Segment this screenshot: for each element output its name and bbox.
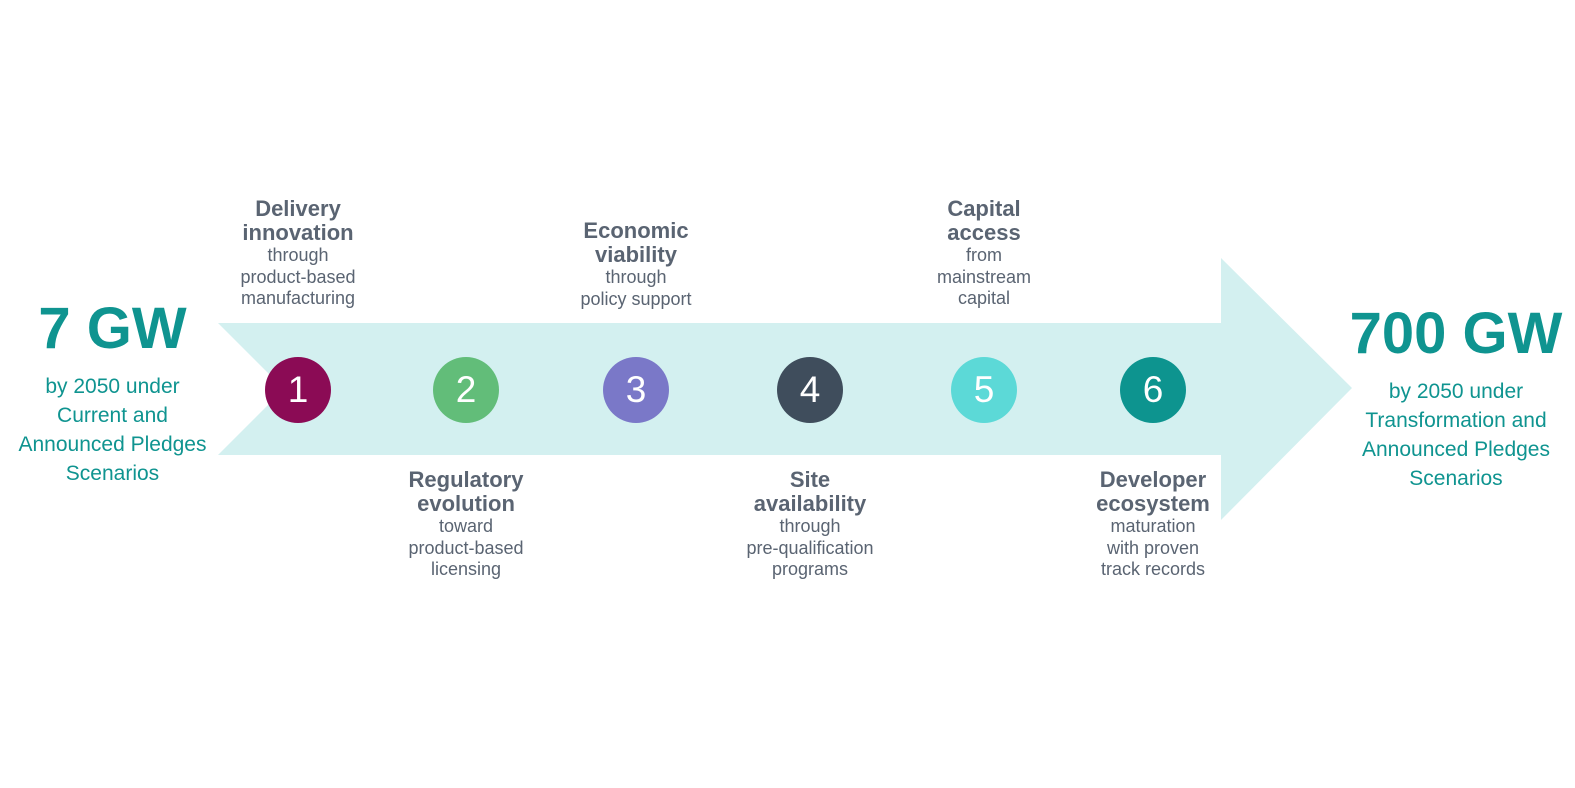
- step-desc: through: [779, 516, 841, 536]
- step-desc: with proven: [1106, 537, 1200, 558]
- end-desc-line: Transformation and: [1365, 409, 1547, 432]
- step-3-label: Economic viability through policy suppor…: [536, 219, 736, 310]
- step-5-circle: 5: [951, 357, 1017, 423]
- end-desc-line: Announced Pledges: [1362, 438, 1550, 461]
- step-desc: through: [267, 245, 329, 265]
- step-desc: maturation: [1110, 516, 1196, 536]
- step-desc: capital: [957, 288, 1011, 308]
- step-desc: pre-qualification: [746, 537, 874, 558]
- step-6-circle: 6: [1120, 357, 1186, 423]
- step-desc: product-based: [240, 266, 356, 287]
- step-desc: product-based: [408, 537, 524, 558]
- step-desc: manufacturing: [240, 288, 356, 308]
- step-title: evolution: [417, 491, 515, 516]
- step-title: Capital: [947, 196, 1021, 221]
- step-desc: track records: [1100, 559, 1206, 579]
- step-6-label: Developer ecosystem maturation with prov…: [1053, 468, 1253, 581]
- step-3-circle: 3: [603, 357, 669, 423]
- step-2-circle: 2: [433, 357, 499, 423]
- start-capacity: 7 GW by 2050 under Current and Announced…: [0, 300, 225, 488]
- step-title: viability: [595, 242, 677, 267]
- step-desc: from: [966, 245, 1002, 265]
- step-title: availability: [753, 491, 867, 516]
- step-desc: policy support: [580, 288, 692, 309]
- step-5-label: Capital access from mainstream capital: [884, 197, 1084, 310]
- end-desc-line: by 2050 under: [1388, 380, 1524, 403]
- step-title: access: [947, 220, 1021, 245]
- start-desc-line: by 2050 under: [45, 375, 180, 398]
- step-desc: licensing: [430, 559, 502, 579]
- end-value: 700 GW: [1349, 301, 1563, 366]
- step-title: innovation: [242, 220, 354, 245]
- end-capacity: 700 GW by 2050 under Transformation and …: [1337, 305, 1575, 493]
- step-desc: through: [605, 267, 667, 287]
- step-4-label: Site availability through pre-qualificat…: [710, 468, 910, 581]
- step-1-label: Delivery innovation through product-base…: [198, 197, 398, 310]
- start-desc-line: Scenarios: [65, 462, 160, 485]
- start-value: 7 GW: [38, 296, 187, 361]
- end-desc-line: Scenarios: [1409, 467, 1503, 490]
- step-desc: programs: [771, 559, 849, 579]
- start-desc-line: Current and: [57, 404, 168, 427]
- step-desc: mainstream: [936, 266, 1032, 287]
- step-2-label: Regulatory evolution toward product-base…: [366, 468, 566, 581]
- start-desc-line: Announced Pledges: [18, 433, 207, 456]
- step-1-circle: 1: [265, 357, 331, 423]
- step-title: Economic: [583, 218, 689, 243]
- step-title: Delivery: [255, 196, 341, 221]
- step-title: Regulatory: [408, 467, 524, 492]
- step-title: ecosystem: [1096, 491, 1210, 516]
- step-4-circle: 4: [777, 357, 843, 423]
- step-title: Site: [789, 467, 831, 492]
- step-title: Developer: [1099, 467, 1207, 492]
- step-desc: toward: [438, 516, 494, 536]
